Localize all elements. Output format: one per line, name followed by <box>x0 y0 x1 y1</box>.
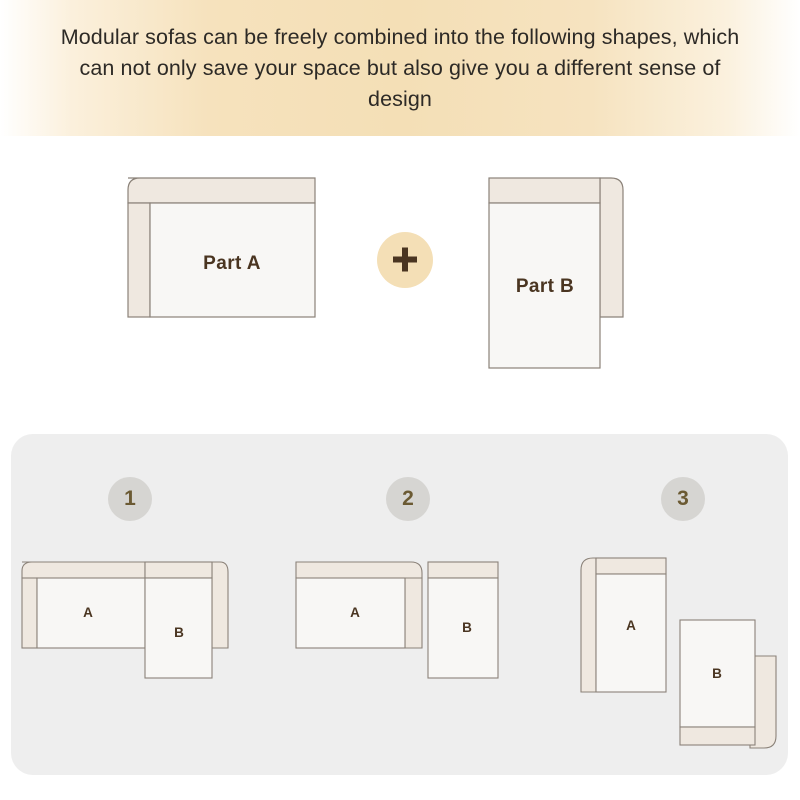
banner-headline: Modular sofas can be freely combined int… <box>60 24 740 111</box>
part-b-label: Part B <box>516 276 574 297</box>
combination-badge-2[interactable]: 2 <box>386 477 430 521</box>
part-a-figure: Part A <box>127 177 316 318</box>
combination-badge-1[interactable]: 1 <box>108 477 152 521</box>
part-a-backrest <box>127 177 316 204</box>
plus-badge <box>377 232 433 288</box>
part-b-seat <box>488 202 601 369</box>
combination-badge-3[interactable]: 3 <box>661 477 705 521</box>
part-a-armrest-left <box>127 202 151 318</box>
part-b-backrest <box>488 177 601 204</box>
part-a-label: Part A <box>203 253 261 274</box>
part-b-armrest-right <box>599 177 624 318</box>
header-banner: Modular sofas can be freely combined int… <box>0 0 800 136</box>
parts-row: Part A Part B <box>0 136 800 420</box>
part-a-seat <box>149 202 316 318</box>
part-b-figure: Part B <box>488 177 624 369</box>
plus-icon <box>393 247 417 272</box>
parts-diagram-svg: Part A Part B <box>127 177 624 369</box>
